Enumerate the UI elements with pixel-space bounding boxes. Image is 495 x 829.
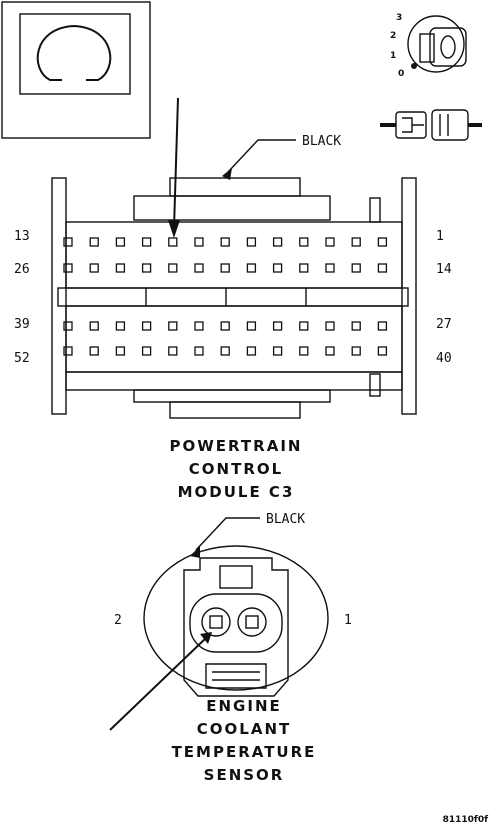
pcm-pin-hole: [272, 237, 283, 247]
key-position-3: 3: [396, 13, 402, 23]
pcm-pin-hole: [377, 237, 388, 247]
pin-label-26: 26: [14, 262, 30, 277]
pcm-pin-hole: [351, 263, 361, 273]
pcm-pin-hole: [272, 321, 283, 331]
pcm-pin-hole: [63, 263, 73, 273]
ignition-key-icon: 3 2 1 0: [390, 13, 467, 79]
pcm-pin-hole: [194, 263, 204, 273]
ect-title: ENGINE COOLANT TEMPERATURE SENSOR: [172, 697, 317, 784]
pin-label-27: 27: [436, 317, 452, 332]
pcm-pin-hole: [272, 346, 283, 356]
ect-title-line-4: SENSOR: [204, 766, 285, 784]
pcm-pin-hole: [141, 237, 152, 247]
pcm-pin-hole: [168, 321, 178, 331]
ect-color-label: BLACK: [266, 512, 305, 527]
pcm-pin-hole: [351, 237, 361, 247]
pcm-pin-hole: [115, 321, 126, 331]
pcm-title: POWERTRAIN CONTROL MODULE C3: [170, 437, 303, 501]
pcm-pin-hole: [246, 237, 257, 247]
pcm-pin-hole: [89, 237, 99, 247]
ect-connector: 2 1: [114, 545, 352, 697]
pcm-color-label: BLACK: [302, 134, 341, 149]
ect-pin-2-label: 2: [114, 613, 122, 628]
ohm-meter-icon: [1, 1, 151, 139]
pcm-pin-hole: [194, 346, 204, 356]
pcm-pin-hole: [63, 237, 73, 247]
pcm-pin-hole: [168, 237, 178, 247]
pcm-pin-hole: [194, 237, 204, 247]
pcm-pin-hole: [299, 237, 309, 247]
ect-title-line-2: COOLANT: [197, 720, 291, 738]
pcm-pin-hole: [377, 346, 388, 356]
pcm-pin-hole: [63, 346, 73, 356]
pcm-title-line-2: CONTROL: [189, 460, 283, 478]
pcm-pin-hole: [246, 321, 257, 331]
connector-disconnect-icon: [380, 109, 482, 141]
pcm-pin-hole: [63, 321, 73, 331]
pcm-pin-hole: [377, 263, 388, 273]
pcm-pin-grid: [63, 237, 388, 356]
pcm-pin-hole: [220, 346, 230, 356]
pcm-pin-hole: [168, 346, 178, 356]
pcm-pin-hole: [220, 321, 230, 331]
pcm-pin-hole: [299, 346, 309, 356]
pcm-color-callout: BLACK: [222, 134, 341, 180]
pcm-pin-hole: [325, 237, 335, 247]
pcm-pin-hole: [115, 263, 126, 273]
figure-id: 81110f0f: [443, 815, 488, 825]
ect-title-line-3: TEMPERATURE: [172, 743, 317, 761]
pcm-pin-hole: [351, 346, 361, 356]
pcm-pin-hole: [377, 321, 388, 331]
pcm-pin-hole: [299, 321, 309, 331]
pcm-pin-hole: [194, 321, 204, 331]
pcm-pin-hole: [89, 346, 99, 356]
key-position-1: 1: [390, 51, 396, 61]
key-position-2: 2: [390, 31, 396, 41]
pcm-pin-hole: [141, 346, 152, 356]
pcm-title-line-3: MODULE C3: [178, 483, 295, 501]
pcm-pin-hole: [246, 346, 257, 356]
pcm-pin-hole: [89, 263, 99, 273]
pcm-pin-hole: [299, 263, 309, 273]
test-probe-arrow: [168, 97, 180, 238]
pcm-connector: [51, 177, 417, 419]
pin-label-52: 52: [14, 351, 30, 366]
ect-title-line-1: ENGINE: [206, 697, 282, 715]
pcm-pin-hole: [325, 321, 335, 331]
pin-label-40: 40: [436, 351, 452, 366]
ect-color-callout: BLACK: [190, 512, 305, 558]
pcm-title-line-1: POWERTRAIN: [170, 437, 303, 455]
pin-label-39: 39: [14, 317, 30, 332]
pin-label-1: 1: [436, 229, 444, 244]
pcm-pin-numbers: 13 1 26 14 39 27 52 40: [14, 229, 452, 366]
ect-pin-1-label: 1: [344, 613, 352, 628]
pcm-pin-hole: [325, 346, 335, 356]
pin-label-13: 13: [14, 229, 30, 244]
pcm-pin-hole: [351, 321, 361, 331]
pin-label-14: 14: [436, 262, 452, 277]
pcm-pin-hole: [115, 346, 126, 356]
pcm-pin-hole: [141, 263, 152, 273]
pcm-pin-hole: [325, 263, 335, 273]
pcm-pin-hole: [115, 237, 126, 247]
key-position-0: 0: [398, 69, 404, 79]
pcm-pin-hole: [168, 263, 178, 273]
pcm-pin-hole: [89, 321, 99, 331]
ect-probe-arrow: [109, 632, 212, 731]
pcm-pin-hole: [220, 237, 230, 247]
pcm-pin-hole: [141, 321, 152, 331]
pcm-pin-hole: [272, 263, 283, 273]
pcm-pin-hole: [246, 263, 257, 273]
pcm-pin-hole: [220, 263, 230, 273]
